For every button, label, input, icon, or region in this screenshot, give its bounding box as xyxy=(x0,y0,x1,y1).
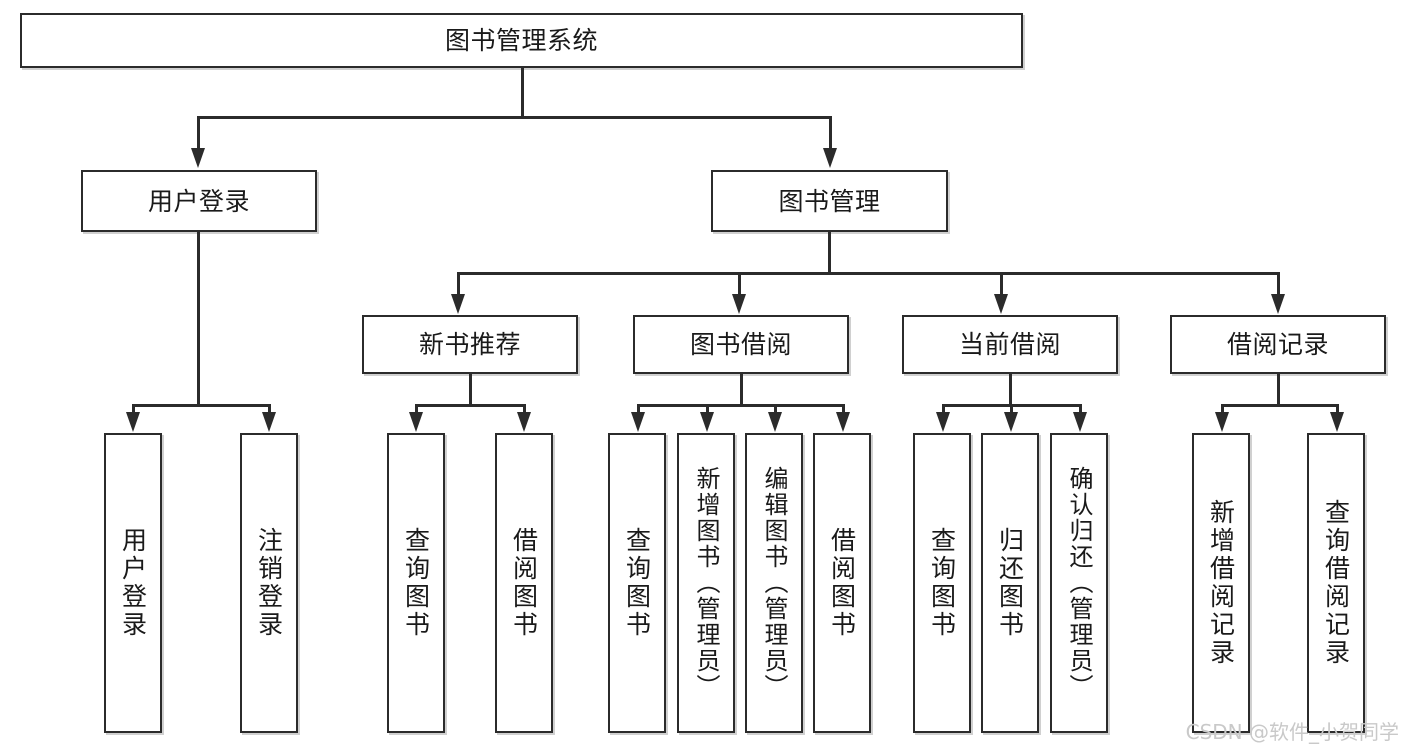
edge-current-borrow-stem xyxy=(1009,374,1012,406)
edge-book-management-bar xyxy=(457,272,1279,275)
node-leaf-borrow-book-2[interactable]: 借阅图书 xyxy=(813,433,871,733)
edge-bb-to-leaf-1 xyxy=(637,404,640,413)
node-leaf-query-record[interactable]: 查询借阅记录 xyxy=(1307,433,1365,733)
node-leaf-query-record-label: 查询借阅记录 xyxy=(1321,499,1351,667)
edge-bb-to-leaf-3 xyxy=(774,404,777,413)
arrow-br-to-leaf-1 xyxy=(1215,412,1229,432)
arrow-bb-to-leaf-4 xyxy=(836,412,850,432)
arrow-br-to-leaf-2 xyxy=(1330,412,1344,432)
edge-cb-to-leaf-3 xyxy=(1079,404,1082,413)
edge-book-borrow-stem xyxy=(740,374,743,406)
node-leaf-borrow-book-1[interactable]: 借阅图书 xyxy=(495,433,553,733)
arrow-root-to-book-management xyxy=(823,148,837,168)
arrow-bm-to-new-book xyxy=(451,294,465,314)
node-leaf-query-book-2-label: 查询图书 xyxy=(622,527,652,639)
node-leaf-add-book[interactable]: 新增图书（管理员） xyxy=(677,433,735,733)
node-leaf-edit-book[interactable]: 编辑图书（管理员） xyxy=(745,433,803,733)
node-book-borrow-label: 图书借阅 xyxy=(689,330,792,359)
arrow-bm-to-borrow-record xyxy=(1271,294,1285,314)
node-book-borrow[interactable]: 图书借阅 xyxy=(633,315,849,374)
node-leaf-return-book-label: 归还图书 xyxy=(995,527,1025,639)
node-leaf-logout-login[interactable]: 注销登录 xyxy=(240,433,298,733)
node-leaf-confirm-return[interactable]: 确认归还（管理员） xyxy=(1050,433,1108,733)
edge-user-login-bar xyxy=(132,404,270,407)
arrow-nb-to-leaf-2 xyxy=(517,412,531,432)
node-current-borrow-label: 当前借阅 xyxy=(958,330,1061,359)
node-borrow-record-label: 借阅记录 xyxy=(1226,330,1329,359)
edge-cb-to-leaf-1 xyxy=(942,404,945,413)
node-new-book-recommend[interactable]: 新书推荐 xyxy=(362,315,578,374)
node-book-management[interactable]: 图书管理 xyxy=(711,170,948,232)
node-leaf-query-book-2[interactable]: 查询图书 xyxy=(608,433,666,733)
edge-user-login-to-leaf-2 xyxy=(268,404,271,413)
edge-user-login-stem xyxy=(197,232,200,406)
node-leaf-edit-book-label: 编辑图书（管理员） xyxy=(760,466,788,700)
edge-bm-to-new-book xyxy=(457,272,460,295)
edge-br-to-leaf-1 xyxy=(1221,404,1224,413)
node-leaf-query-book-1[interactable]: 查询图书 xyxy=(387,433,445,733)
node-current-borrow[interactable]: 当前借阅 xyxy=(902,315,1118,374)
edge-nb-to-leaf-1 xyxy=(415,404,418,413)
node-leaf-add-record[interactable]: 新增借阅记录 xyxy=(1192,433,1250,733)
edge-book-management-stem xyxy=(828,232,831,274)
arrow-nb-to-leaf-1 xyxy=(409,412,423,432)
arrow-bb-to-leaf-2 xyxy=(700,412,714,432)
edge-book-borrow-bar xyxy=(637,404,844,407)
arrow-bm-to-current-borrow xyxy=(994,294,1008,314)
arrow-user-login-to-leaf-1 xyxy=(126,412,140,432)
node-user-login-label: 用户登录 xyxy=(147,186,250,216)
arrow-cb-to-leaf-3 xyxy=(1073,412,1087,432)
edge-bb-to-leaf-2 xyxy=(706,404,709,413)
arrow-bb-to-leaf-1 xyxy=(631,412,645,432)
edge-bm-to-current-borrow xyxy=(1000,272,1003,295)
node-book-management-label: 图书管理 xyxy=(778,186,881,216)
edge-br-to-leaf-2 xyxy=(1336,404,1339,413)
arrow-cb-to-leaf-2 xyxy=(1004,412,1018,432)
arrow-bm-to-book-borrow xyxy=(732,294,746,314)
arrow-cb-to-leaf-1 xyxy=(936,412,950,432)
edge-bm-to-borrow-record xyxy=(1277,272,1280,295)
node-leaf-borrow-book-2-label: 借阅图书 xyxy=(827,527,857,639)
node-leaf-logout-login-label: 注销登录 xyxy=(254,527,284,639)
node-leaf-query-book-1-label: 查询图书 xyxy=(401,527,431,639)
node-root-label: 图书管理系统 xyxy=(444,26,598,55)
edge-root-stem xyxy=(521,68,524,118)
arrow-user-login-to-leaf-2 xyxy=(262,412,276,432)
arrow-bb-to-leaf-3 xyxy=(768,412,782,432)
edge-root-to-book-management xyxy=(829,116,832,150)
node-root[interactable]: 图书管理系统 xyxy=(20,13,1023,68)
node-leaf-query-book-3[interactable]: 查询图书 xyxy=(913,433,971,733)
node-leaf-query-book-3-label: 查询图书 xyxy=(927,527,957,639)
node-user-login[interactable]: 用户登录 xyxy=(81,170,317,232)
edge-nb-to-leaf-2 xyxy=(523,404,526,413)
node-leaf-confirm-return-label: 确认归还（管理员） xyxy=(1065,466,1093,700)
edge-root-to-user-login xyxy=(197,116,200,150)
edge-bb-to-leaf-4 xyxy=(842,404,845,413)
edge-root-bar xyxy=(197,116,831,119)
edge-new-book-bar xyxy=(415,404,525,407)
edge-new-book-stem xyxy=(469,374,472,406)
edge-user-login-to-leaf-1 xyxy=(132,404,135,413)
node-leaf-user-login[interactable]: 用户登录 xyxy=(104,433,162,733)
node-leaf-add-record-label: 新增借阅记录 xyxy=(1206,499,1236,667)
node-leaf-borrow-book-1-label: 借阅图书 xyxy=(509,527,539,639)
node-leaf-return-book[interactable]: 归还图书 xyxy=(981,433,1039,733)
edge-bm-to-book-borrow xyxy=(738,272,741,295)
node-leaf-add-book-label: 新增图书（管理员） xyxy=(692,466,720,700)
node-leaf-user-login-label: 用户登录 xyxy=(118,527,148,639)
node-new-book-recommend-label: 新书推荐 xyxy=(418,330,521,359)
edge-borrow-record-bar xyxy=(1221,404,1338,407)
arrow-root-to-user-login xyxy=(191,148,205,168)
edge-cb-to-leaf-2 xyxy=(1010,404,1013,413)
node-borrow-record[interactable]: 借阅记录 xyxy=(1170,315,1386,374)
edge-borrow-record-stem xyxy=(1277,374,1280,406)
